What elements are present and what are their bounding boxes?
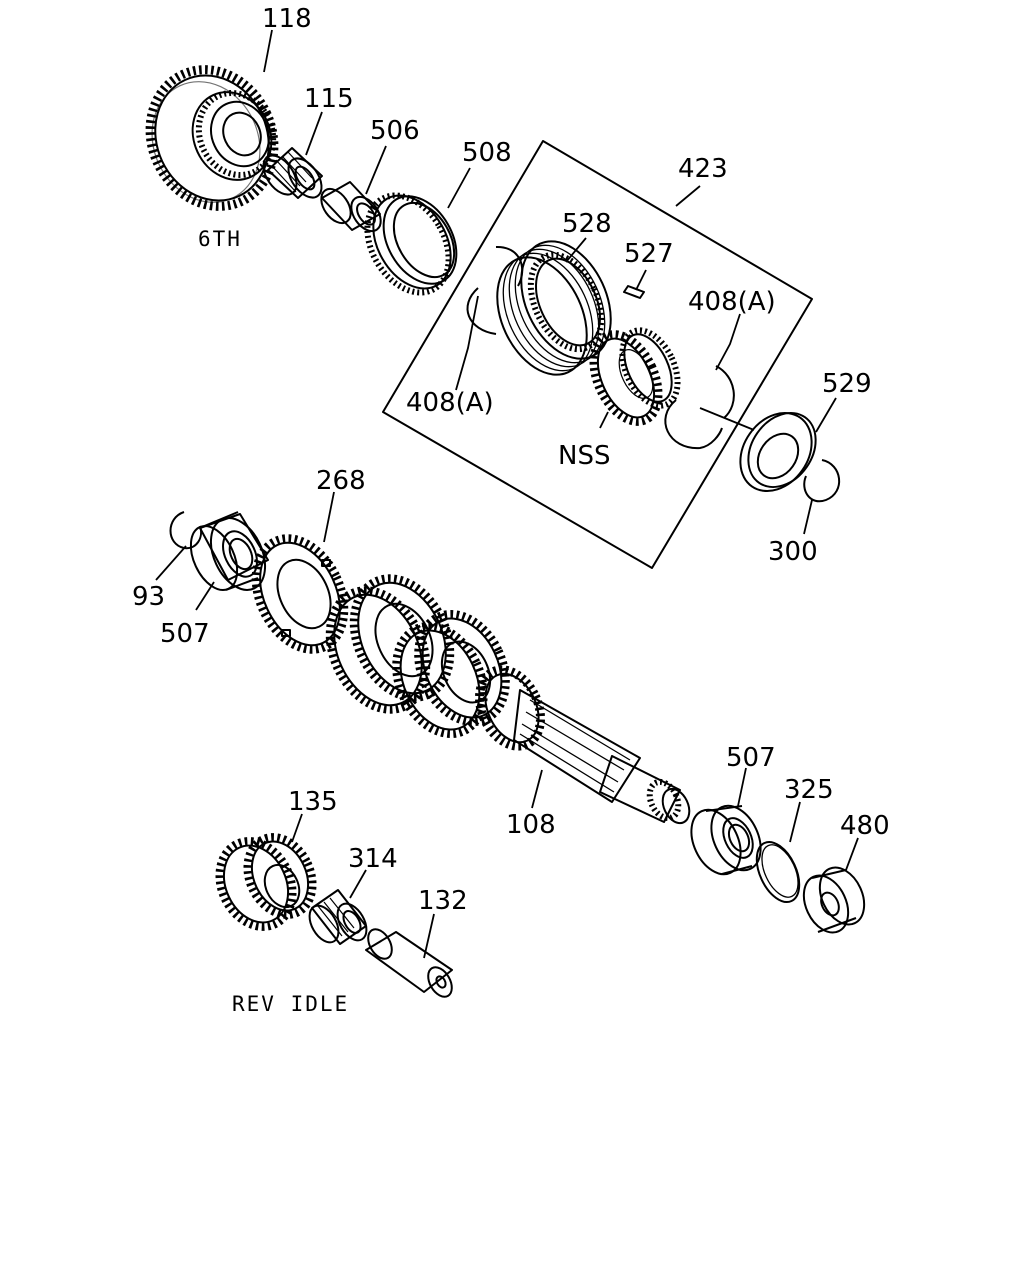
idler-gear-135 xyxy=(215,833,317,931)
sensor-ring-268 xyxy=(251,534,349,654)
sleeve-528 xyxy=(496,240,612,376)
spring-ring-408a-right xyxy=(664,365,735,450)
needle-bearing-314 xyxy=(308,889,368,945)
label-506: 506 xyxy=(370,116,420,146)
synchro-ring-508 xyxy=(364,192,458,296)
ring-325 xyxy=(755,841,801,903)
label-93: 93 xyxy=(132,582,165,612)
label-528: 528 xyxy=(562,209,612,239)
label-300: 300 xyxy=(768,537,818,567)
label-108: 108 xyxy=(506,810,556,840)
label-527: 527 xyxy=(624,239,674,269)
hub-nss xyxy=(589,327,681,426)
label-408a-left: 408(A) xyxy=(406,388,494,418)
idler-shaft-132 xyxy=(365,928,453,998)
assembly-423-outline xyxy=(382,140,813,569)
label-nss: NSS xyxy=(558,441,610,471)
label-507-left: 507 xyxy=(160,619,210,649)
label-423: 423 xyxy=(678,154,728,184)
label-480: 480 xyxy=(840,811,890,841)
ball-bearing-507-left xyxy=(189,511,269,591)
thrust-washer-529 xyxy=(739,411,817,492)
label-325: 325 xyxy=(784,775,834,805)
label-529: 529 xyxy=(822,369,872,399)
label-408a-right: 408(A) xyxy=(688,287,776,317)
label-508: 508 xyxy=(462,138,512,168)
needle-bearing-115 xyxy=(262,147,323,199)
label-268: 268 xyxy=(316,466,366,496)
caption-6th: 6TH xyxy=(198,227,242,251)
label-118: 118 xyxy=(262,4,312,34)
collar-506 xyxy=(320,181,382,233)
countershaft-108 xyxy=(325,574,691,825)
label-314: 314 xyxy=(348,844,398,874)
ball-bearing-507-right xyxy=(690,804,762,876)
gear-118 xyxy=(145,65,279,211)
label-135: 135 xyxy=(288,787,338,817)
label-132: 132 xyxy=(418,886,468,916)
washer-480 xyxy=(802,866,866,934)
leader-lines xyxy=(155,29,859,959)
caption-rev-idle: REV IDLE xyxy=(232,992,349,1016)
label-507-right: 507 xyxy=(726,743,776,773)
label-115: 115 xyxy=(304,84,354,114)
snap-ring-300 xyxy=(803,459,841,503)
key-527 xyxy=(623,285,645,299)
